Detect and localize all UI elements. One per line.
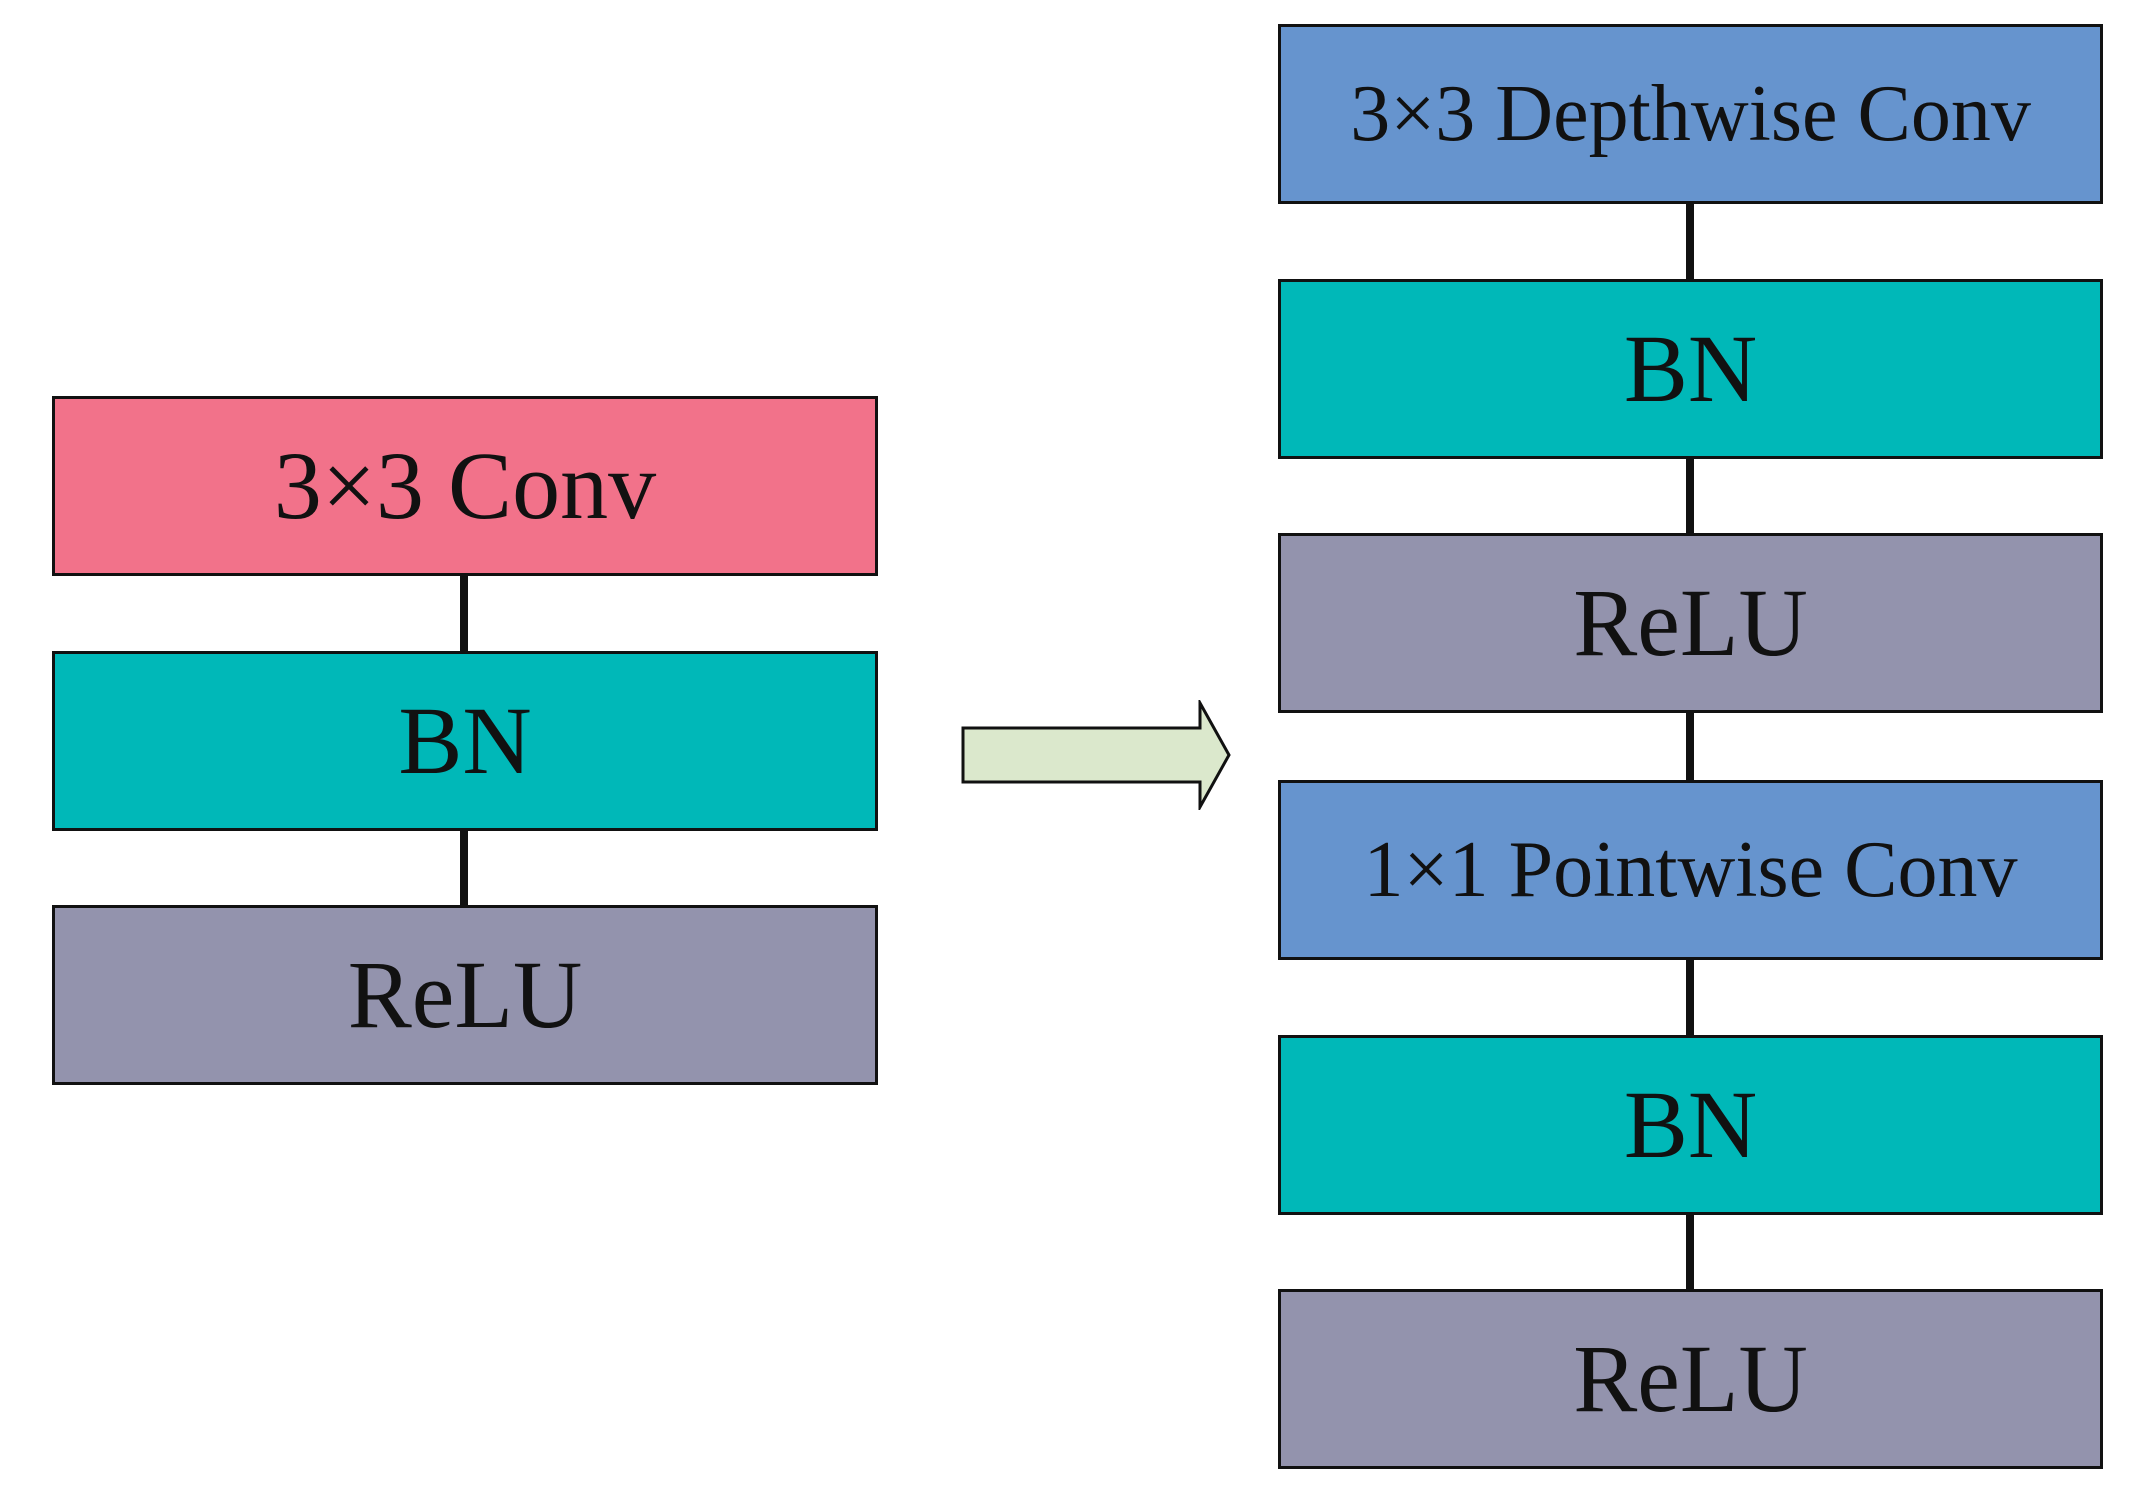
right-arrow-icon (960, 700, 1232, 810)
depthwise-conv-label: 3×3 Depthwise Conv (1350, 70, 2031, 158)
right-bn-block-2: BN (1278, 1035, 2103, 1215)
right-bn-label-1: BN (1623, 315, 1758, 422)
right-connector-2 (1686, 459, 1694, 533)
left-connector-bn-relu (460, 831, 468, 905)
right-bn-block-1: BN (1278, 279, 2103, 459)
right-relu-label-2: ReLU (1573, 1325, 1808, 1432)
pointwise-conv-block: 1×1 Pointwise Conv (1278, 780, 2103, 960)
left-conv-label: 3×3 Conv (273, 432, 657, 539)
left-conv-block: 3×3 Conv (52, 396, 878, 576)
left-relu-label: ReLU (347, 941, 583, 1048)
right-bn-label-2: BN (1623, 1071, 1758, 1178)
left-bn-block: BN (52, 651, 878, 831)
arrow-svg (961, 700, 1231, 810)
right-connector-5 (1686, 1215, 1694, 1289)
right-relu-block-2: ReLU (1278, 1289, 2103, 1469)
right-relu-label-1: ReLU (1573, 569, 1808, 676)
pointwise-conv-label: 1×1 Pointwise Conv (1363, 826, 2018, 914)
left-connector-conv-bn (460, 576, 468, 651)
left-relu-block: ReLU (52, 905, 878, 1085)
right-relu-block-1: ReLU (1278, 533, 2103, 713)
left-bn-label: BN (398, 687, 532, 794)
right-connector-1 (1686, 204, 1694, 279)
right-connector-4 (1686, 960, 1694, 1035)
arrow-shape (961, 700, 1231, 810)
depthwise-conv-block: 3×3 Depthwise Conv (1278, 24, 2103, 204)
right-connector-3 (1686, 713, 1694, 780)
